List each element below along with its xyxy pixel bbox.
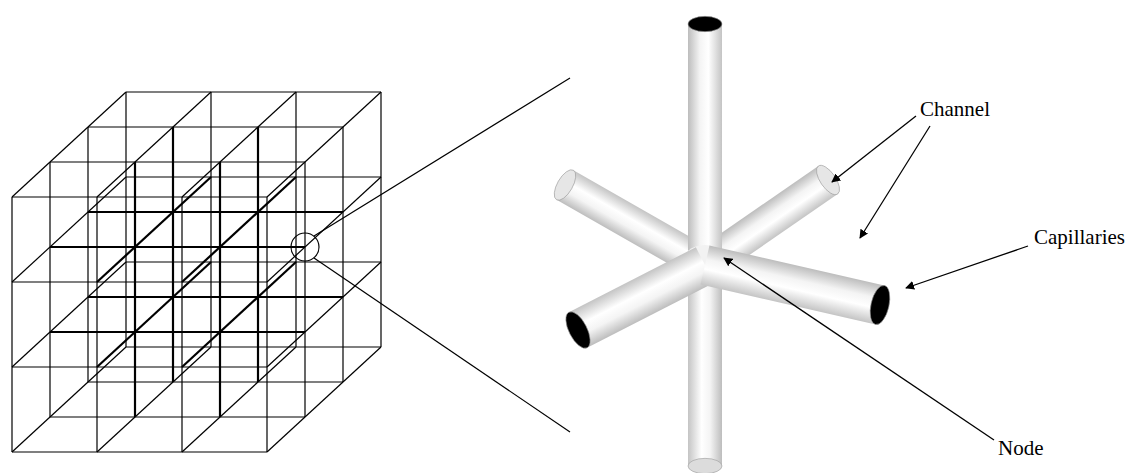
part-label: Capillaries [1034,226,1125,249]
channel-cylinder [688,265,722,473]
cylinder-body [688,24,722,265]
lattice-line [219,162,221,417]
lattice-line [210,92,211,347]
lattice-line [304,162,305,417]
capillary-end [688,16,722,31]
lattice-line [97,347,211,452]
lattice-line [182,347,296,452]
lattice-line [49,162,50,417]
lattice-line [87,127,88,382]
lattice-line [12,262,126,367]
lattice-line [12,196,267,197]
lattice-line [182,177,296,282]
capillary-end [812,162,844,199]
lattice-line [12,177,126,282]
lattice-line [50,161,305,162]
lattice-line [181,197,182,452]
lattice-line [97,92,211,197]
lattice-line [12,451,267,452]
lattice-line [182,262,296,367]
lattice-line [257,127,259,382]
lattice-line [88,126,343,127]
channel-cylinder [561,247,714,352]
zoom-line [314,258,570,432]
lattice-line [295,92,296,347]
lattice-line [267,262,381,367]
cylinder-body [701,246,885,325]
lattice-line [134,162,136,417]
cylinder-body [688,265,722,466]
lattice-line [342,127,343,382]
lattice-line [11,197,12,452]
capillary-end [867,283,893,326]
capillary-end [550,166,580,203]
lattice-line [12,347,126,452]
channel-cylinder [701,246,894,327]
label-arrows [724,116,1028,440]
lattice-line [380,92,381,347]
pointer-arrow [906,246,1028,288]
lattice-line [125,92,126,347]
lattice-line [12,92,126,197]
node-model [550,16,893,473]
zoom-leaders [291,78,570,432]
lattice-line [182,92,296,197]
pointer-arrow [860,126,930,238]
cylinder-body [569,247,714,348]
lattice-line [96,197,97,452]
part-label: Channel [920,98,990,121]
lattice-line [97,262,211,367]
part-label: Node [998,437,1044,460]
lattice-line [172,127,174,382]
lattice-line [266,197,267,452]
zoom-line [314,78,570,236]
pointer-arrow [724,258,994,440]
lattice-line [12,281,267,282]
lattice-line [12,366,267,367]
channel-cylinder [688,16,722,265]
lattice-line [267,347,381,452]
lattice-line [126,91,381,92]
capillary-end [688,458,722,473]
zoom-circle [291,233,319,261]
lattice-line [267,92,381,197]
cubic-lattice [12,92,381,452]
lattice-line [97,177,211,282]
pointer-arrow [832,116,916,182]
capillary-end [561,308,595,352]
